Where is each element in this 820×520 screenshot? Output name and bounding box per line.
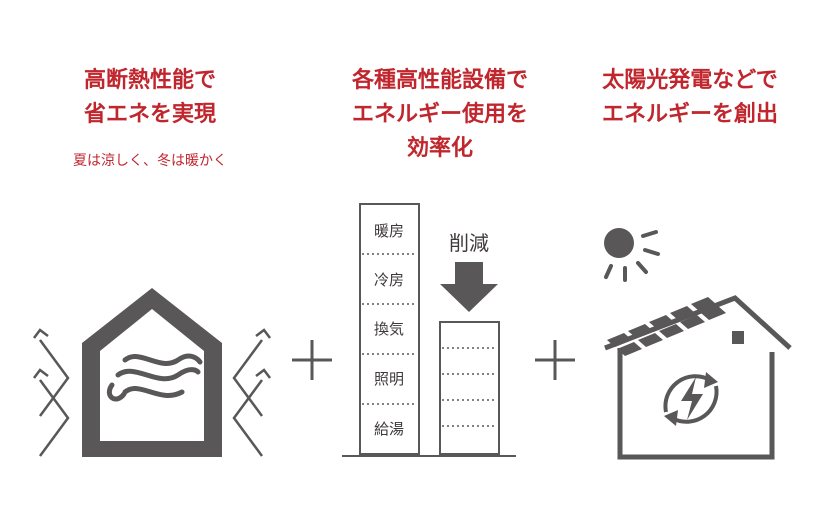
- insulation-heading-line-2: 省エネを実現: [83, 102, 216, 127]
- reduction-label: 削減: [449, 231, 489, 255]
- sun-icon: [604, 228, 660, 282]
- airflow-icon: [106, 353, 203, 402]
- right-wind-arrows-icon: [232, 328, 271, 457]
- insulated-house-icon: [82, 288, 222, 457]
- left-wind-arrows-icon: [33, 328, 70, 457]
- solar-heading: 太陽光発電などで エネルギーを創出: [580, 64, 800, 132]
- solar-heading-line-1: 太陽光発電などで: [602, 68, 778, 93]
- solar-panel-icon: [607, 297, 726, 356]
- equipment-bar: [359, 203, 420, 455]
- insulation-heading: 高断熱性能で 省エネを実現: [40, 64, 260, 132]
- bar-label-cooling: 冷房: [374, 271, 404, 289]
- down-arrow-icon: [440, 262, 498, 312]
- equipment-heading-line-3: 効率化: [406, 136, 473, 161]
- plus-icon-2: [535, 340, 575, 380]
- energy-cycle-icon: [663, 372, 719, 426]
- reduced-bar: [439, 321, 500, 455]
- insulation-subtitle: 夏は涼しく、冬は暖かく: [73, 153, 227, 169]
- bar-label-lighting: 照明: [374, 370, 404, 388]
- bar-label-ventilation: 換気: [374, 320, 404, 338]
- solar-heading-line-2: エネルギーを創出: [601, 102, 778, 127]
- equipment-heading-line-2: エネルギー使用を: [351, 102, 528, 127]
- plus-icon: [292, 340, 332, 380]
- bar-label-heating: 暖房: [374, 222, 404, 240]
- bar-label-hot-water: 給湯: [374, 420, 404, 438]
- equipment-heading-line-1: 各種高性能設備で: [351, 68, 528, 93]
- insulation-heading-line-1: 高断熱性能で: [83, 68, 216, 93]
- equipment-heading: 各種高性能設備で エネルギー使用を 効率化: [320, 64, 560, 166]
